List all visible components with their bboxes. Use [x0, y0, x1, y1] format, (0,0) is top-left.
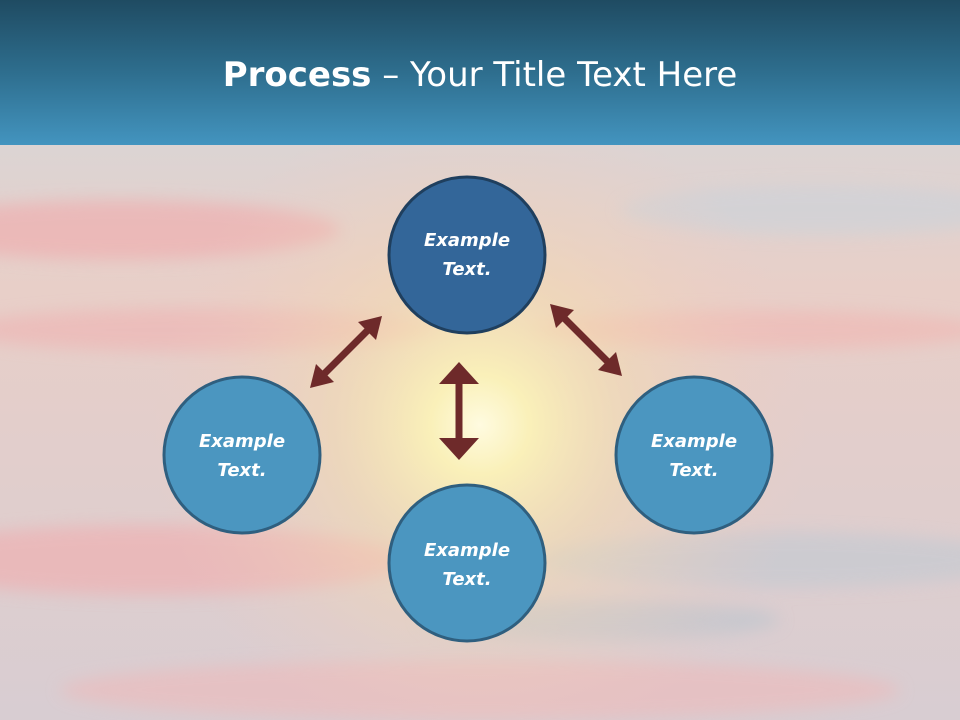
node-bottom-line2: Text.: [442, 569, 491, 590]
node-right-line2: Text.: [669, 460, 718, 481]
node-left-line2: Text.: [217, 460, 266, 481]
node-top-line2: Text.: [442, 259, 491, 280]
title-banner: Process – Your Title Text Here: [0, 0, 960, 145]
title-bold-part: Process: [222, 55, 372, 95]
node-top[interactable]: Example Text.: [387, 175, 547, 335]
node-bottom[interactable]: Example Text.: [387, 483, 547, 643]
node-right-line1: Example: [651, 431, 737, 452]
connector-top-right[interactable]: [550, 304, 622, 376]
node-bottom-line1: Example: [424, 540, 510, 561]
connector-top-left[interactable]: [310, 316, 382, 388]
node-top-line1: Example: [424, 230, 510, 251]
node-left[interactable]: Example Text.: [162, 375, 322, 535]
title-rest-part: – Your Title Text Here: [371, 55, 738, 95]
node-left-line1: Example: [199, 431, 285, 452]
connector-top-bottom[interactable]: [439, 362, 479, 460]
slide-title[interactable]: Process – Your Title Text Here: [0, 52, 960, 98]
node-right[interactable]: Example Text.: [614, 375, 774, 535]
